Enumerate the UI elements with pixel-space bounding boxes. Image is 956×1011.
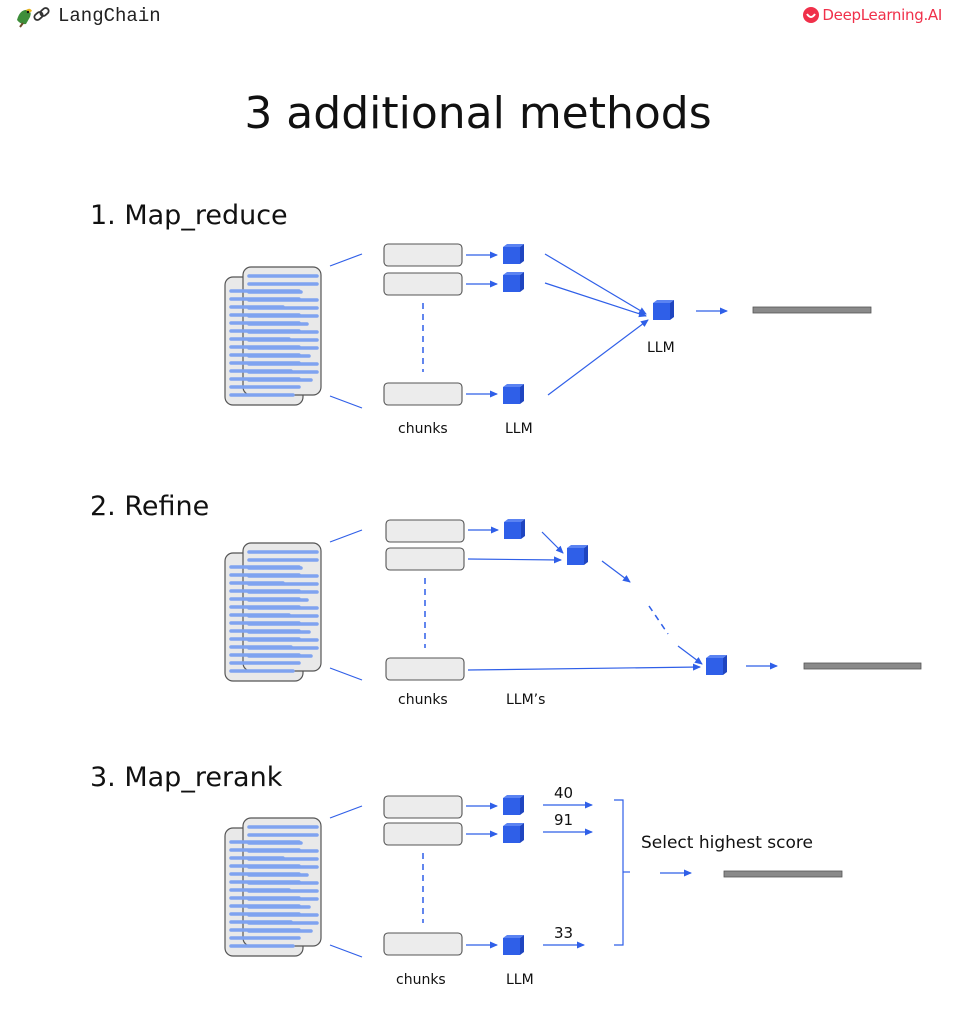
deeplearning-smile-icon bbox=[803, 7, 820, 23]
map-rerank-score-2: 91 bbox=[554, 811, 574, 829]
method-title-map-rerank: 3. Map_rerank bbox=[90, 762, 283, 793]
parrot-link-icon bbox=[17, 7, 50, 28]
map-reduce-llm-cube-2 bbox=[503, 272, 524, 292]
page-title: 3 additional methods bbox=[244, 88, 712, 139]
map-reduce-chunks-label: chunks bbox=[398, 421, 448, 437]
map-rerank-chunk-2 bbox=[383, 822, 463, 846]
refine-chain-arrow-1 bbox=[541, 531, 564, 554]
map-reduce-llm-cube-1 bbox=[503, 244, 524, 264]
map-rerank-score-1: 40 bbox=[554, 784, 574, 802]
map-reduce-combine-arrow-1 bbox=[544, 253, 647, 315]
map-rerank-llm-cube-n bbox=[503, 935, 524, 955]
map-reduce-split-line-bottom bbox=[329, 395, 363, 409]
map-reduce-document-stack bbox=[224, 266, 322, 406]
map-reduce-chunk-n bbox=[383, 382, 463, 406]
method-title-map-reduce: 1. Map_reduce bbox=[90, 200, 288, 231]
refine-llm-label: LLM’s bbox=[506, 692, 546, 708]
map-reduce-combine-arrow-2 bbox=[544, 282, 647, 318]
map-rerank-document-stack bbox=[224, 817, 322, 957]
map-reduce-combine-llm-label: LLM bbox=[647, 340, 675, 356]
map-rerank-chunk-1 bbox=[383, 795, 463, 819]
map-rerank-llm-cube-1 bbox=[503, 795, 524, 815]
map-rerank-chunk-n bbox=[383, 932, 463, 956]
map-rerank-bracket bbox=[614, 799, 624, 946]
map-rerank-split-line-bottom bbox=[329, 944, 363, 958]
map-rerank-output-bar bbox=[723, 870, 843, 878]
map-reduce-split-line-top bbox=[329, 253, 363, 267]
map-reduce-llm-label: LLM bbox=[505, 421, 533, 437]
refine-split-line-top bbox=[329, 529, 363, 543]
map-reduce-chunk-1 bbox=[383, 243, 463, 267]
deeplearning-logo-text: DeepLearning.AI bbox=[822, 6, 942, 24]
map-reduce-final-llm-cube bbox=[653, 300, 674, 320]
refine-chunk-1 bbox=[385, 519, 465, 543]
map-reduce-combine-arrow-n bbox=[547, 319, 649, 396]
map-reduce-llm-cube-n bbox=[503, 384, 524, 404]
refine-split-line-bottom bbox=[329, 667, 363, 681]
deeplearning-logo: DeepLearning.AI bbox=[802, 4, 942, 26]
refine-output-bar bbox=[803, 662, 922, 670]
map-rerank-split-line-top bbox=[329, 805, 363, 819]
map-rerank-select-label: Select highest score bbox=[641, 833, 813, 853]
refine-chain-ellipsis bbox=[648, 605, 669, 635]
map-rerank-score-3: 33 bbox=[554, 924, 574, 942]
refine-final-llm-cube bbox=[706, 655, 727, 675]
map-rerank-chunks-label: chunks bbox=[396, 972, 446, 988]
refine-chain-arrow-2 bbox=[601, 560, 631, 583]
refine-llm-cube-1 bbox=[504, 519, 525, 539]
refine-chunk-2 bbox=[385, 547, 465, 571]
map-reduce-chunk-2 bbox=[383, 272, 463, 296]
refine-chunks-label: chunks bbox=[398, 692, 448, 708]
map-rerank-llm-cube-2 bbox=[503, 823, 524, 843]
refine-llm-cube-2 bbox=[567, 545, 588, 565]
method-title-refine: 2. Refine bbox=[90, 491, 210, 522]
refine-chunk-n bbox=[385, 657, 465, 681]
refine-document-stack bbox=[224, 542, 322, 682]
refine-arrow-2 bbox=[467, 556, 562, 564]
map-rerank-llm-label: LLM bbox=[506, 972, 534, 988]
langchain-logo: LangChain bbox=[14, 2, 161, 30]
refine-chain-arrow-3 bbox=[677, 645, 703, 665]
refine-arrow-n bbox=[467, 663, 701, 671]
langchain-logo-text: LangChain bbox=[58, 5, 161, 27]
map-reduce-output-bar bbox=[752, 306, 872, 314]
